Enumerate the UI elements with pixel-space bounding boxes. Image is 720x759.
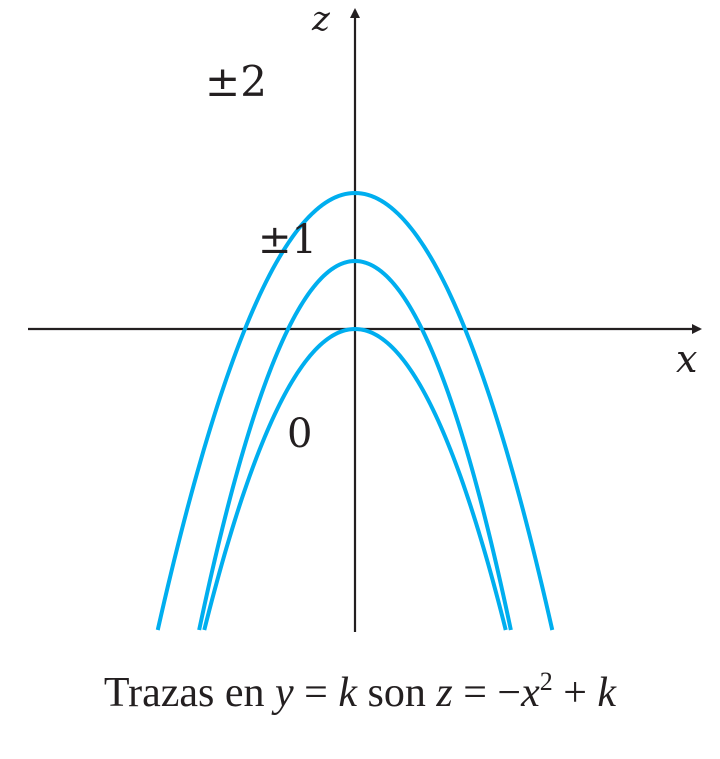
trace-curve-k2	[155, 190, 555, 631]
figure-caption: Trazas en y = k son z = −x2 + k	[0, 669, 720, 716]
caption-exponent: 2	[539, 667, 553, 696]
x-axis-label: x	[676, 337, 697, 381]
caption-k-2: k	[597, 670, 617, 716]
caption-equals-minus: = −	[452, 670, 522, 716]
curve-label-k1: ±1	[258, 217, 317, 263]
trace-curve-k0	[202, 326, 508, 631]
trace-curve-k1	[197, 258, 513, 631]
caption-equals-1: =	[293, 670, 339, 716]
trace-diagram: z x ±2 ±1 0	[28, 0, 702, 632]
z-axis-label: z	[311, 0, 331, 39]
curve-label-k0: 0	[287, 411, 312, 457]
caption-y: y	[274, 670, 294, 716]
caption-x: x	[521, 670, 540, 716]
caption-text: Trazas en	[103, 670, 275, 716]
caption-plus: +	[552, 670, 598, 716]
curve-label-k2: ±2	[205, 57, 267, 106]
caption-z: z	[436, 670, 453, 716]
caption-son: son	[356, 670, 437, 716]
caption-k: k	[338, 670, 357, 716]
